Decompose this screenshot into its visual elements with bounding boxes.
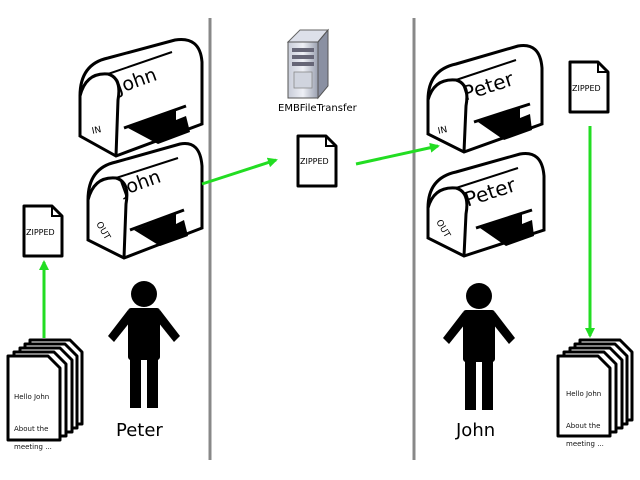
left-doc-line-2: About the: [14, 425, 49, 433]
upload-arrow: [201, 157, 278, 186]
left-document-text: Hello John About the meeting ...: [14, 384, 52, 461]
right-doc-line-3: meeting ...: [566, 440, 604, 448]
middle-zip-label: ZIPPED: [300, 157, 329, 166]
right-doc-line-1: Hello John: [566, 390, 602, 398]
right-mailbox-in: [426, 43, 544, 154]
left-doc-line-1: Hello John: [14, 393, 50, 401]
right-document-text: Hello John About the meeting ...: [566, 381, 604, 458]
left-zip-file-icon: [22, 204, 64, 258]
right-mailbox-in-tag: IN: [437, 125, 449, 137]
left-mailbox-out: [86, 141, 204, 260]
left-zip-label: ZIPPED: [26, 228, 55, 237]
middle-zip-file-icon: [296, 134, 338, 188]
john-label: John: [456, 420, 496, 441]
left-mailbox-in-tag: IN: [91, 125, 103, 137]
server-name: EMBFileTransfer: [278, 103, 357, 114]
left-document-stack-icon: [6, 338, 84, 442]
peter-label: Peter: [116, 420, 163, 441]
left-doc-line-3: meeting ...: [14, 443, 52, 451]
left-mailbox-in: [78, 37, 204, 158]
right-doc-line-2: About the: [566, 422, 601, 430]
peter-person-icon: [108, 281, 180, 408]
right-zip-label: ZIPPED: [572, 84, 601, 93]
right-zip-file-icon: [568, 60, 610, 114]
john-person-icon: [443, 283, 515, 410]
server-tower-icon: [286, 28, 330, 100]
delivery-arrow: [355, 142, 440, 166]
right-document-stack-icon: [556, 338, 634, 438]
right-mailbox-out: [426, 151, 546, 258]
